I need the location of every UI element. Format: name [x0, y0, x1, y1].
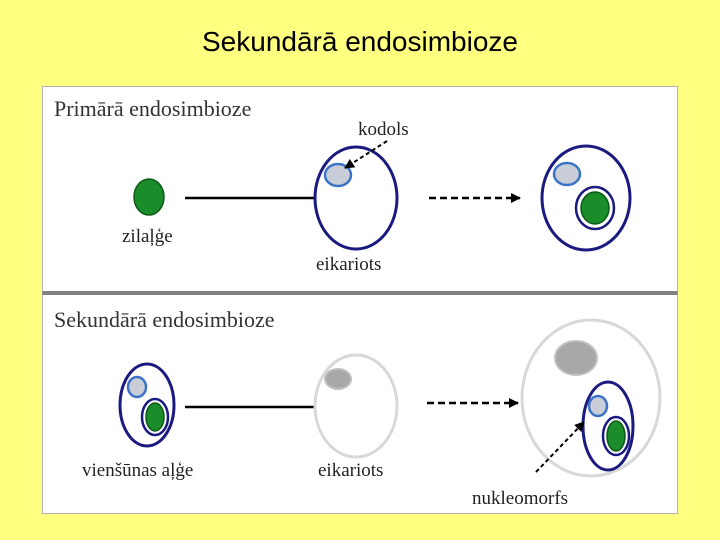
- plastid: [580, 191, 610, 225]
- secondary-host-cell: [313, 353, 399, 459]
- label-unicellular-alga: vienšūnas aļģe: [82, 460, 193, 481]
- host-nucleus: [323, 162, 353, 188]
- secondary-plastid: [606, 420, 626, 452]
- label-nucleomorph: nukleomorfs: [472, 488, 568, 509]
- panel-divider: [42, 291, 678, 295]
- alga-plastid: [145, 402, 165, 432]
- cyanobacterium: [133, 178, 165, 216]
- primary-heading: Primārā endosimbioze: [54, 96, 251, 121]
- label-eukaryote-primary: eikariots: [316, 254, 381, 275]
- nucleomorph-pointer: [535, 421, 585, 473]
- secondary-panel: Sekundārā endosimbioze vienšūnas aļģe ei…: [54, 307, 662, 509]
- label-nucleus: kodols: [358, 119, 409, 140]
- diagram-frame: Primārā endosimbioze zilaļģe kodols eika…: [42, 86, 678, 514]
- host-eukaryote-cell: [313, 145, 399, 251]
- label-eukaryote-secondary: eikariots: [318, 460, 383, 481]
- alga-nucleus: [126, 375, 148, 399]
- primary-alga-nucleus: [552, 161, 582, 187]
- secondary-host-nucleus: [324, 368, 352, 390]
- secondary-heading: Sekundārā endosimbioze: [54, 307, 275, 332]
- nucleus-pointer: [344, 140, 388, 169]
- primary-panel: Primārā endosimbioze zilaļģe kodols eika…: [54, 96, 632, 275]
- nucleomorph: [587, 394, 609, 418]
- endosymbiosis-diagram: Primārā endosimbioze zilaļģe kodols eika…: [42, 86, 678, 514]
- label-cyanobacterium: zilaļģe: [122, 226, 173, 247]
- slide-title: Sekundārā endosimbioze: [202, 26, 518, 57]
- secondary-result-nucleus: [554, 340, 598, 376]
